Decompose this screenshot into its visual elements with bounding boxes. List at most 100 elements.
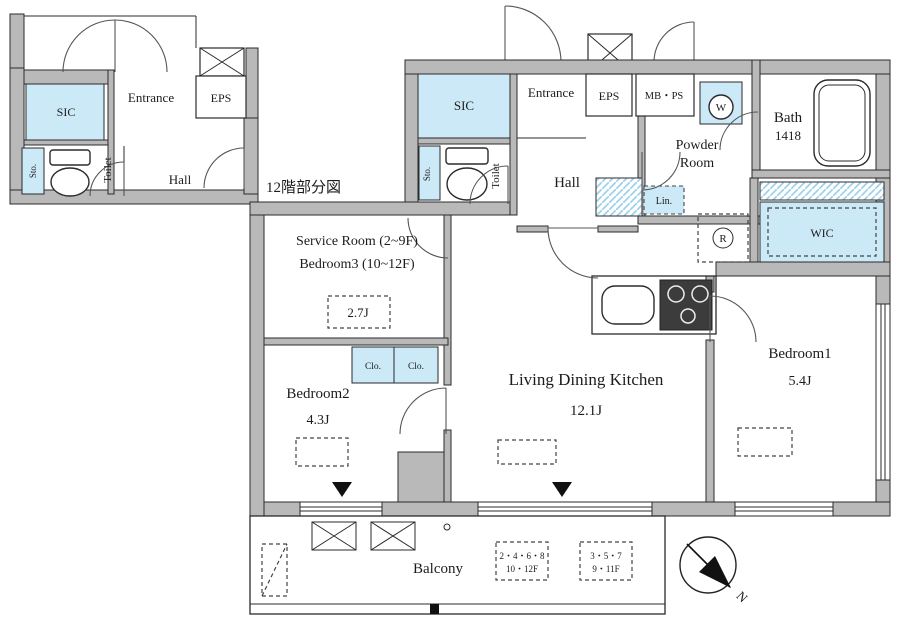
balcony-fixture-dot <box>443 523 451 531</box>
wic-closet <box>759 201 885 263</box>
floor-note-a-line2: 10・12F <box>506 564 538 574</box>
bedroom2-size-label: 4.3J <box>307 413 331 428</box>
balcony: 2・4・6・8 10・12F 3・5・7 9・11F Balcony <box>249 515 666 615</box>
wall-hall-bottom-b <box>597 225 639 233</box>
toilet-label: Toilet <box>490 163 502 189</box>
wic-inner-dash <box>767 207 877 257</box>
bedroom1-size-label: 5.4J <box>789 374 813 389</box>
service-room-label-2: Bedroom3 (10~12F) <box>299 257 415 272</box>
closet-1 <box>351 346 395 384</box>
window-bedroom1-right <box>875 303 891 481</box>
toilet-tank <box>445 147 489 165</box>
bath-label: Bath <box>774 110 803 126</box>
closet-2-label: Clo. <box>408 362 424 372</box>
service-room-label-1: Service Room (2~9F) <box>296 234 418 249</box>
bedroom1-door-arc <box>709 295 757 343</box>
window-bedroom1-bottom <box>734 501 834 517</box>
partition-marker-1 <box>332 482 352 497</box>
fridge-label: R <box>719 233 727 245</box>
wall-pillar <box>397 451 445 503</box>
compass-circle <box>679 536 737 594</box>
wall-bath-left <box>751 59 761 179</box>
fridge-space <box>697 213 749 263</box>
bedroom1-furniture-dash <box>737 427 793 457</box>
wall-kitchen-wic <box>749 177 759 267</box>
service-room-dash <box>327 295 391 329</box>
hall-label: Hall <box>554 175 580 191</box>
mbps-label: MB・PS <box>645 91 684 102</box>
wall-service-top <box>249 201 518 216</box>
ldk-label: Living Dining Kitchen <box>509 370 664 389</box>
wall-segment <box>243 117 259 195</box>
wall-segment <box>107 69 115 195</box>
wic-label: WIC <box>810 226 833 240</box>
sic-closet <box>417 73 511 139</box>
balcony-drain-marker <box>430 604 439 614</box>
inset-toilet-label: Toilet <box>102 157 114 183</box>
inset-eps-label: EPS <box>211 91 232 105</box>
wall-segment <box>9 13 25 69</box>
wall-segment <box>9 189 259 205</box>
inset-toilet-bowl <box>50 167 90 197</box>
inset-eps-shaft-cross <box>199 47 245 77</box>
linen-closet <box>643 185 685 215</box>
bedroom2-door-arc <box>399 387 447 435</box>
ldk-size-label: 12.1J <box>570 403 602 419</box>
bathtub <box>813 79 871 167</box>
wall-powder-bottom <box>637 215 766 225</box>
eps-label: EPS <box>599 89 620 103</box>
fridge-circle <box>712 227 734 249</box>
inset-sic-closet <box>25 83 105 141</box>
balcony-corner-dash-box <box>261 543 288 597</box>
wic-shelf-hatch <box>759 181 885 201</box>
bedroom2-label: Bedroom2 <box>286 386 349 402</box>
balcony-label: Balcony <box>413 561 463 577</box>
floor-note-b-line2: 9・11F <box>592 564 619 574</box>
wall-top <box>404 59 891 75</box>
wall-service-bedroom2 <box>263 337 449 346</box>
compass-needle-head <box>699 556 731 588</box>
wall-service-ldk-a <box>443 214 452 386</box>
closet-2 <box>393 346 439 384</box>
wall-left <box>249 201 265 517</box>
balcony-hatch-box-2 <box>370 521 416 551</box>
bath-door-arc <box>719 111 759 151</box>
compass: N <box>679 536 752 606</box>
inset-entrance-label: Entrance <box>128 90 174 105</box>
inset-entry-door-arc <box>114 19 168 73</box>
meter-box-door-arc <box>653 21 695 63</box>
storage-label: Sto. <box>422 167 432 181</box>
wall-hall-bottom-a <box>516 225 549 233</box>
wall-below-sic <box>417 137 511 145</box>
toilet-door-arc <box>469 165 509 205</box>
wall-bedroom1-left-b <box>705 339 715 503</box>
floor-note-box-b <box>579 541 633 581</box>
entry-door-arc <box>504 5 562 63</box>
partition-marker-2 <box>552 482 572 497</box>
ldk-furniture-dash <box>497 439 557 465</box>
wall-segment <box>23 139 109 146</box>
wall-segment <box>23 69 113 85</box>
compass-north-label: N <box>734 588 752 606</box>
inset-toilet-tank <box>49 149 91 166</box>
wall-sic-entrance <box>509 73 518 216</box>
powder-door-arc <box>641 151 681 191</box>
entrance-label: Entrance <box>528 85 574 100</box>
sic-label: SIC <box>454 98 474 113</box>
closet-1-label: Clo. <box>365 362 381 372</box>
inset-storage-closet <box>21 147 45 195</box>
service-door-arc <box>407 217 449 259</box>
washer-label: W <box>716 102 727 114</box>
bath-size-label: 1418 <box>775 128 801 143</box>
powder-room-label-1: Powder <box>676 138 719 153</box>
inset-caption: 12階部分図 <box>266 179 341 196</box>
hall-ldk-door-arc <box>547 227 599 279</box>
hall-shelf-hatch <box>595 177 643 217</box>
powder-room-label-2: Room <box>680 156 714 171</box>
floor-note-b-line1: 3・5・7 <box>590 551 622 561</box>
kitchen-counter <box>591 275 717 335</box>
balcony-outline <box>249 515 666 615</box>
mbps-box <box>635 73 695 117</box>
storage-closet <box>418 145 441 201</box>
